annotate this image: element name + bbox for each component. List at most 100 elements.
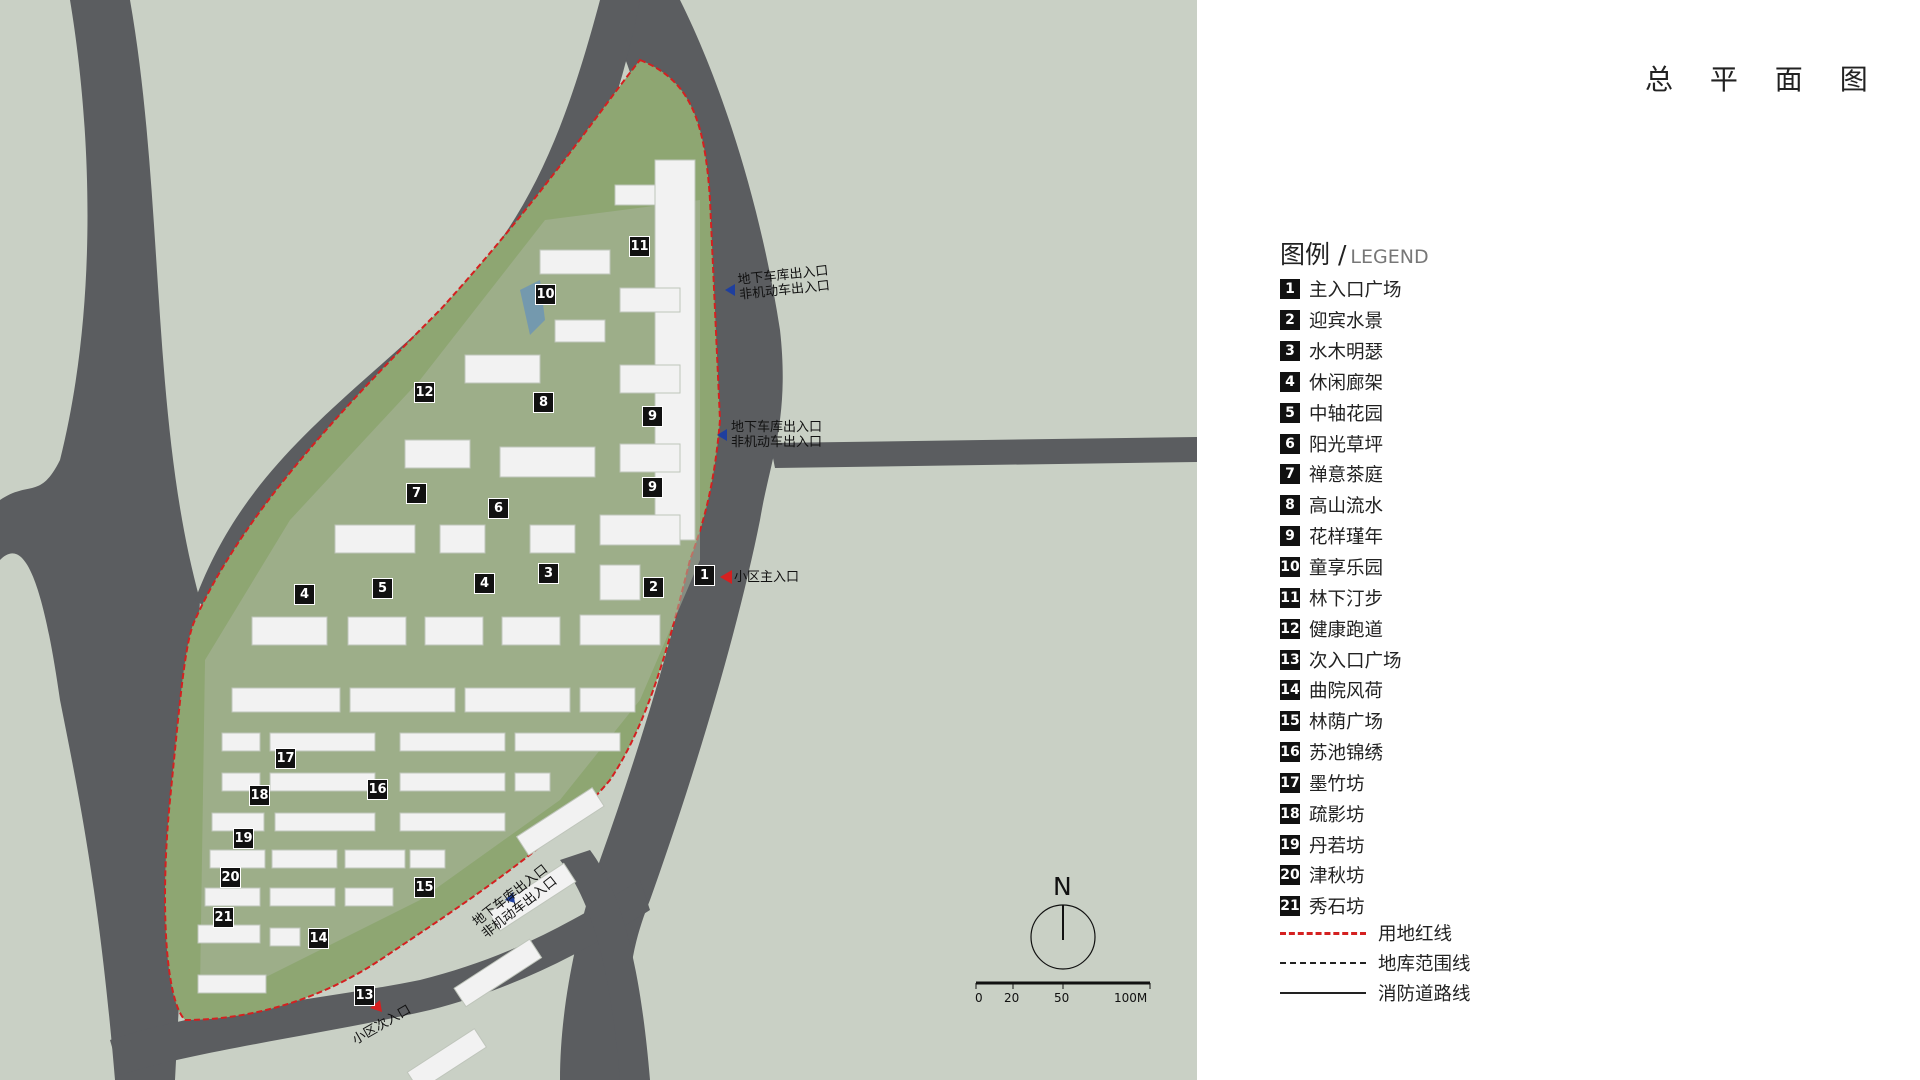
legend-label: 丹若坊 — [1309, 835, 1365, 857]
map-marker-13: 13 — [354, 985, 375, 1006]
legend-item-16: 16 苏池锦绣 — [1280, 737, 1402, 768]
legend-num: 15 — [1280, 711, 1300, 732]
legend-label: 阳光草坪 — [1309, 434, 1384, 456]
legend-item-8: 8 高山流水 — [1280, 490, 1402, 521]
legend-label: 花样瑾年 — [1309, 527, 1384, 549]
legend-line-red: 用地红线 — [1280, 918, 1471, 948]
legend-lines: 用地红线 地库范围线 消防道路线 — [1280, 918, 1471, 1008]
legend-item-2: 2 迎宾水景 — [1280, 305, 1402, 336]
legend-item-19: 19 丹若坊 — [1280, 829, 1402, 860]
map-marker-7: 7 — [406, 483, 427, 504]
legend-heading-cn: 图例 — [1280, 240, 1331, 269]
legend-num: 12 — [1280, 618, 1300, 639]
legend-line-label: 用地红线 — [1378, 924, 1453, 945]
map-marker-10: 10 — [535, 284, 556, 305]
legend-panel — [1197, 0, 1920, 1080]
legend-num: 6 — [1280, 433, 1300, 454]
map-marker-6: 6 — [488, 498, 509, 519]
legend-num: 20 — [1280, 865, 1300, 886]
map-marker-11: 11 — [629, 236, 650, 257]
map-marker-18: 18 — [249, 785, 270, 806]
site-plan-drawing — [0, 0, 1197, 1080]
legend-label: 禅意茶庭 — [1309, 465, 1384, 487]
legend-line-dash: 地库范围线 — [1280, 948, 1471, 978]
site-paving — [200, 200, 700, 990]
map-marker-15: 15 — [414, 877, 435, 898]
legend-num: 21 — [1280, 896, 1300, 917]
map-marker-21: 21 — [213, 907, 234, 928]
legend-num: 19 — [1280, 834, 1300, 855]
solid-line-sample — [1280, 992, 1366, 994]
legend-num: 8 — [1280, 495, 1300, 516]
legend-item-4: 4 休闲廊架 — [1280, 367, 1402, 398]
page-title: 总 平 面 图 — [1645, 63, 1882, 96]
legend-label: 秀石坊 — [1309, 897, 1365, 919]
legend-label: 中轴花园 — [1309, 403, 1384, 425]
garage-entry-2-label: 地下车库出入口 非机动车出入口 — [731, 420, 823, 450]
legend-label: 迎宾水景 — [1309, 311, 1384, 333]
dash-line-sample — [1280, 962, 1366, 964]
map-marker-8: 8 — [533, 392, 554, 413]
north-label: N — [1053, 872, 1072, 901]
legend-item-17: 17 墨竹坊 — [1280, 768, 1402, 799]
garage-entry-2-icon — [717, 429, 727, 441]
legend-heading-sep: / — [1337, 240, 1347, 269]
road-main-north — [560, 0, 783, 1080]
legend-num: 1 — [1280, 279, 1300, 300]
legend-num: 7 — [1280, 464, 1300, 485]
legend-label: 童享乐园 — [1309, 558, 1384, 580]
legend-label: 苏池锦绣 — [1309, 743, 1384, 765]
legend-label: 主入口广场 — [1309, 280, 1402, 302]
legend-line-label: 地库范围线 — [1378, 954, 1471, 975]
legend-item-7: 7 禅意茶庭 — [1280, 459, 1402, 490]
legend-item-18: 18 疏影坊 — [1280, 798, 1402, 829]
legend-line-label: 消防道路线 — [1378, 984, 1471, 1005]
legend-num: 2 — [1280, 310, 1300, 331]
legend-num: 16 — [1280, 742, 1300, 763]
map-marker-17: 17 — [275, 748, 296, 769]
legend-label: 林下汀步 — [1309, 588, 1384, 610]
legend-label: 高山流水 — [1309, 496, 1384, 518]
map-marker-2: 2 — [643, 577, 664, 598]
legend-label: 津秋坊 — [1309, 866, 1365, 888]
garage-entry-3-icon — [505, 892, 515, 903]
legend-label: 曲院风荷 — [1309, 681, 1384, 703]
road-west — [0, 0, 200, 1080]
legend-heading-en: LEGEND — [1350, 246, 1429, 268]
legend-num: 10 — [1280, 557, 1300, 578]
legend-num: 17 — [1280, 772, 1300, 793]
legend-item-21: 21 秀石坊 — [1280, 891, 1402, 922]
road-south-curve — [110, 880, 650, 1075]
map-marker-12: 12 — [414, 382, 435, 403]
legend-label: 水木明瑟 — [1309, 342, 1384, 364]
map-marker-4a: 4 — [474, 573, 495, 594]
map-marker-14: 14 — [308, 928, 329, 949]
legend-label: 墨竹坊 — [1309, 773, 1365, 795]
legend-num: 4 — [1280, 371, 1300, 392]
red-line-sample — [1280, 931, 1366, 935]
legend-label: 次入口广场 — [1309, 650, 1402, 672]
map-marker-20: 20 — [220, 867, 241, 888]
map-marker-3: 3 — [538, 563, 559, 584]
map-marker-16: 16 — [367, 779, 388, 800]
map-marker-9b: 9 — [642, 477, 663, 498]
legend-heading: 图例 /LEGEND — [1280, 235, 1429, 271]
legend-item-10: 10 童享乐园 — [1280, 552, 1402, 583]
scale-bar — [975, 981, 1151, 989]
legend-line-solid: 消防道路线 — [1280, 978, 1471, 1008]
legend-item-1: 1 主入口广场 — [1280, 274, 1402, 305]
legend-label: 疏影坊 — [1309, 804, 1365, 826]
scale-label-50: 50 — [1054, 991, 1070, 1005]
legend-label: 休闲廊架 — [1309, 372, 1384, 394]
legend-num: 18 — [1280, 803, 1300, 824]
map-marker-9a: 9 — [642, 406, 663, 427]
